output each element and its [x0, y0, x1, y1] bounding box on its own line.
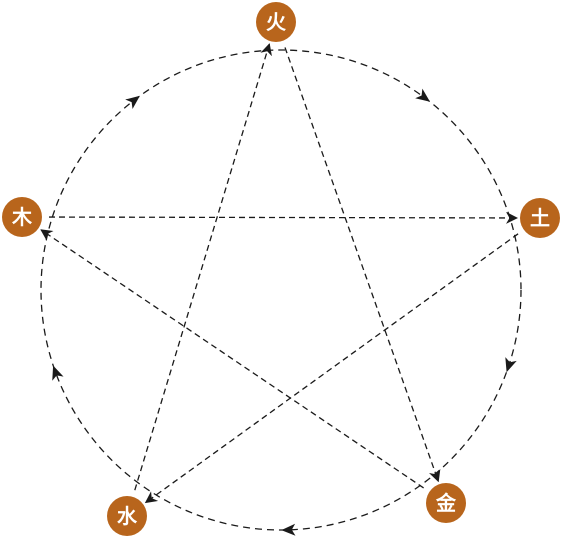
- node-fire: 火: [256, 2, 296, 42]
- node-fire-label: 火: [266, 10, 287, 34]
- node-wood-label: 木: [11, 205, 33, 229]
- node-metal: 金: [426, 483, 466, 523]
- star-edge-metal-to-wood: [40, 229, 424, 489]
- star-edge-wood-to-earth: [48, 211, 519, 224]
- overcoming-star-lines: [40, 43, 519, 504]
- node-earth-label: 土: [530, 206, 550, 230]
- cycle-arrow-water-to-wood: [52, 365, 64, 381]
- element-nodes: 火 土 金 水 木: [2, 2, 560, 536]
- node-metal-label: 金: [435, 491, 457, 515]
- star-edge-water-to-fire: [134, 43, 272, 491]
- generating-cycle-circle: [40, 49, 522, 531]
- generating-cycle-arrows: [52, 88, 517, 536]
- star-edge-earth-to-water: [144, 233, 519, 504]
- node-water: 水: [107, 496, 147, 536]
- cycle-arrow-fire-to-earth: [415, 88, 431, 102]
- node-water-label: 水: [117, 504, 138, 528]
- star-edge-fire-to-metal: [284, 47, 441, 483]
- cycle-arrow-wood-to-fire: [125, 95, 140, 110]
- cycle-arrow-metal-to-water: [281, 523, 296, 536]
- node-earth: 土: [520, 198, 560, 238]
- node-wood: 木: [2, 197, 42, 237]
- cycle-arrow-earth-to-metal: [505, 357, 517, 373]
